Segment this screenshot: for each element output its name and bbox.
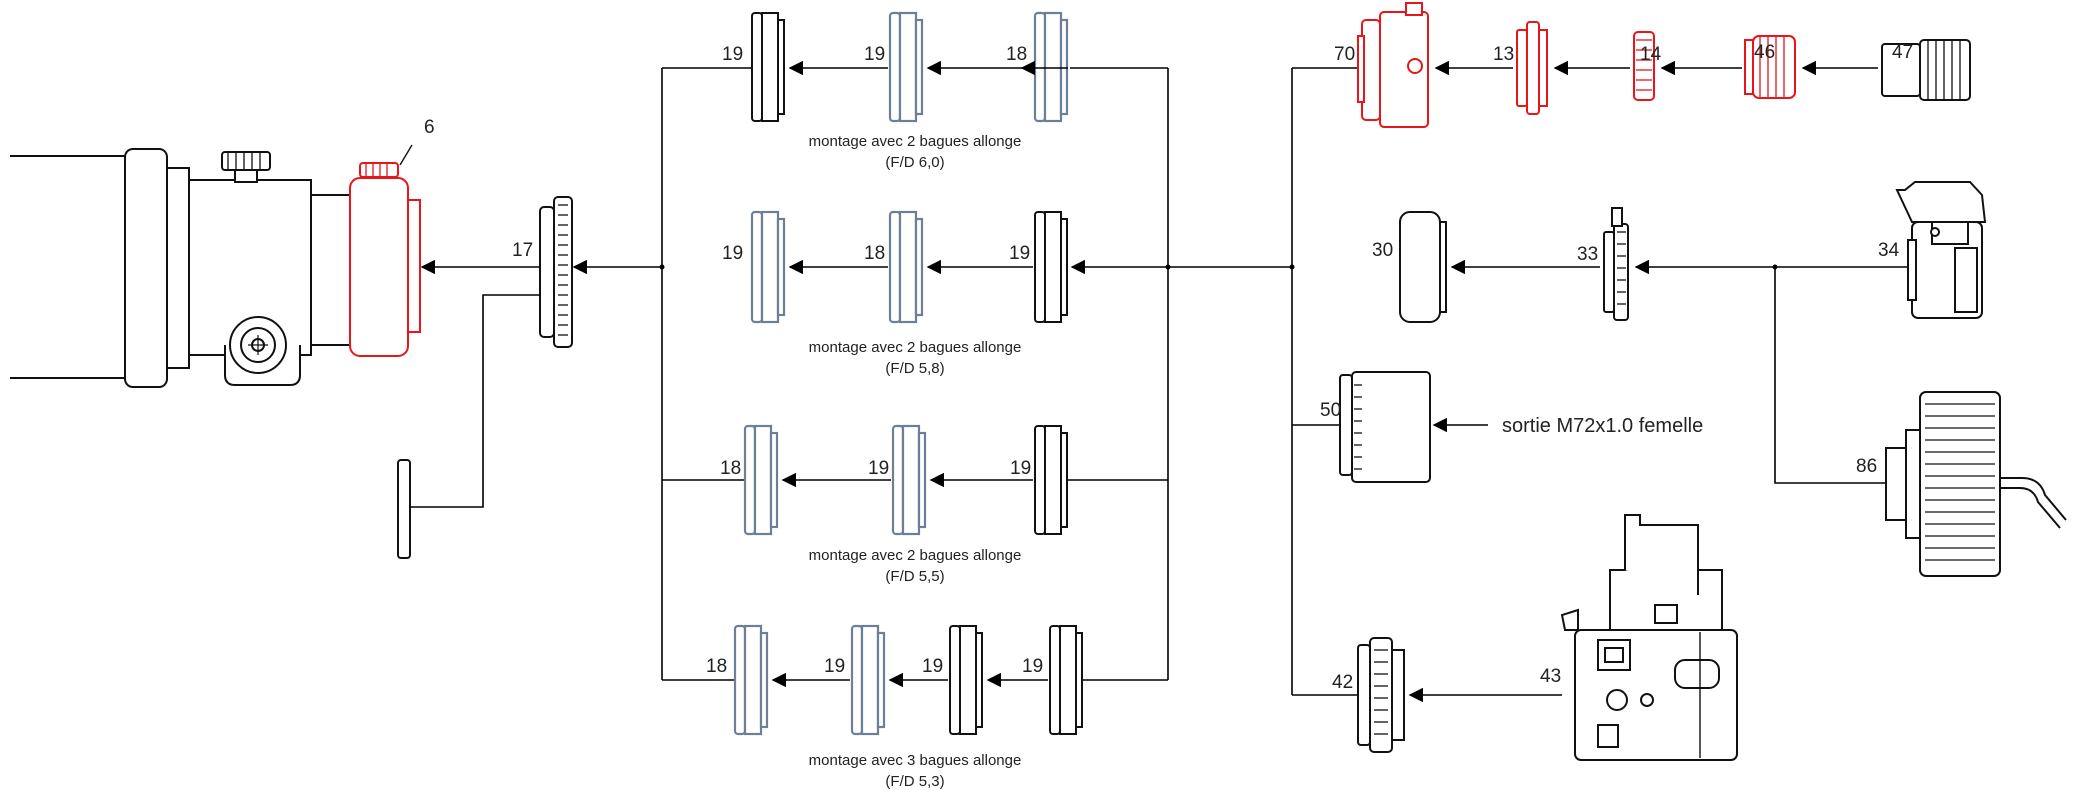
label-row4-c: 19 — [922, 656, 943, 677]
focuser-adapter-red — [349, 144, 421, 357]
label-row1-b: 19 — [864, 44, 885, 65]
adapter-17-icon — [539, 196, 573, 348]
label-row3-a: 18 — [720, 458, 741, 479]
caption-row4-line1: montage avec 3 bagues allonge — [809, 752, 1022, 769]
red-ring-13 — [1516, 21, 1548, 115]
cap-connector-line — [410, 294, 540, 508]
ccd-branch-node — [1772, 264, 1778, 270]
label-camera-slr: 34 — [1878, 240, 1900, 261]
caption-row1-line1: montage avec 2 bagues allonge — [809, 133, 1022, 150]
label-red-ring-13: 13 — [1493, 44, 1514, 65]
label-row1-a: 19 — [722, 44, 743, 65]
label-row3-c: 19 — [1010, 458, 1031, 479]
row-2 — [750, 210, 1168, 324]
label-focuser: 6 — [424, 117, 435, 138]
caption-row3-line1: montage avec 2 bagues allonge — [809, 547, 1022, 564]
red-adapter-70 — [1357, 2, 1429, 128]
ccd-branch-line — [1774, 267, 1886, 484]
telescope-icon — [10, 148, 354, 388]
extension-frame — [659, 67, 1292, 681]
label-adapter-30: 30 — [1372, 240, 1393, 261]
label-row4-d: 19 — [1022, 656, 1043, 677]
row-1 — [751, 11, 1069, 123]
output-thread-label: sortie M72x1.0 femelle — [1502, 415, 1703, 437]
label-adapter-50: 50 — [1320, 400, 1341, 421]
label-adapter-42: 42 — [1332, 672, 1353, 693]
row-4 — [733, 624, 1083, 736]
ccd-camera-icon — [1885, 391, 2067, 577]
slr-camera-icon — [1895, 181, 1987, 319]
row-3 — [743, 424, 1068, 536]
label-row1-c: 18 — [1006, 44, 1027, 65]
caption-row3-line2: (F/D 5,5) — [885, 568, 944, 585]
caption-row2-line1: montage avec 2 bagues allonge — [809, 339, 1022, 356]
label-red-adapter: 70 — [1334, 44, 1355, 65]
adapter-42-icon — [1357, 637, 1405, 753]
label-row2-c: 19 — [1009, 243, 1030, 264]
red-ring-46 — [1744, 35, 1796, 99]
label-row4-b: 19 — [824, 656, 845, 677]
label-adapter-17: 17 — [512, 240, 533, 261]
label-adapter-33: 33 — [1577, 244, 1598, 265]
label-row2-b: 18 — [864, 243, 885, 264]
label-ccd-adapter: 86 — [1856, 456, 1877, 477]
caption-row2-line2: (F/D 5,8) — [885, 360, 944, 377]
label-red-ring-14: 14 — [1640, 44, 1662, 65]
label-camera-medium: 43 — [1540, 666, 1561, 687]
right-branch-frame — [1289, 67, 1365, 696]
adapter-50-icon — [1339, 371, 1431, 483]
eyepiece-icon — [1881, 39, 1971, 101]
label-row2-a: 19 — [722, 243, 743, 264]
label-eyepiece: 47 — [1892, 42, 1913, 63]
caption-row1-line2: (F/D 6,0) — [885, 154, 944, 171]
dust-cap-icon — [397, 459, 411, 559]
red-ring-14 — [1633, 31, 1655, 101]
medium-format-camera-icon — [1560, 514, 1738, 761]
adapter-33-icon — [1603, 207, 1629, 321]
label-row3-b: 19 — [868, 458, 889, 479]
label-red-ring-46: 46 — [1754, 42, 1775, 63]
caption-row4-line2: (F/D 5,3) — [885, 773, 944, 790]
label-row4-a: 18 — [706, 656, 727, 677]
adapter-30-icon — [1399, 211, 1447, 323]
